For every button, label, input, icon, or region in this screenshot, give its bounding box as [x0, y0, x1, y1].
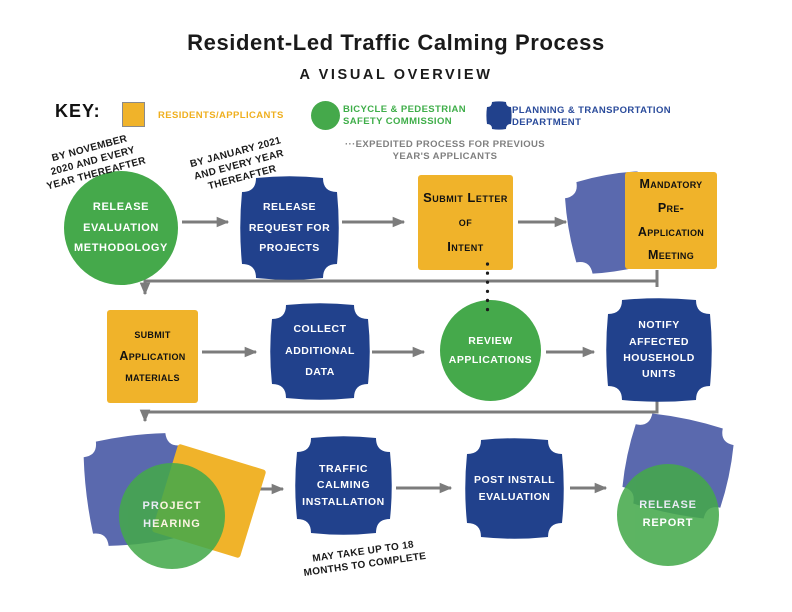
page-subtitle: A VISUAL OVERVIEW	[299, 67, 493, 83]
key-item-residents: RESIDENTS/APPLICANTS	[158, 110, 284, 121]
connector-row1-to-row2	[139, 279, 657, 296]
connector-row2-to-row3	[139, 399, 659, 423]
key-swatch-commission-circle	[311, 101, 340, 130]
page-title: Resident-Led Traffic Calming Process	[187, 30, 605, 55]
key-label: KEY:	[55, 101, 101, 121]
key-swatch-residents-square	[122, 102, 145, 127]
key-swatch-department-badge	[486, 101, 512, 130]
